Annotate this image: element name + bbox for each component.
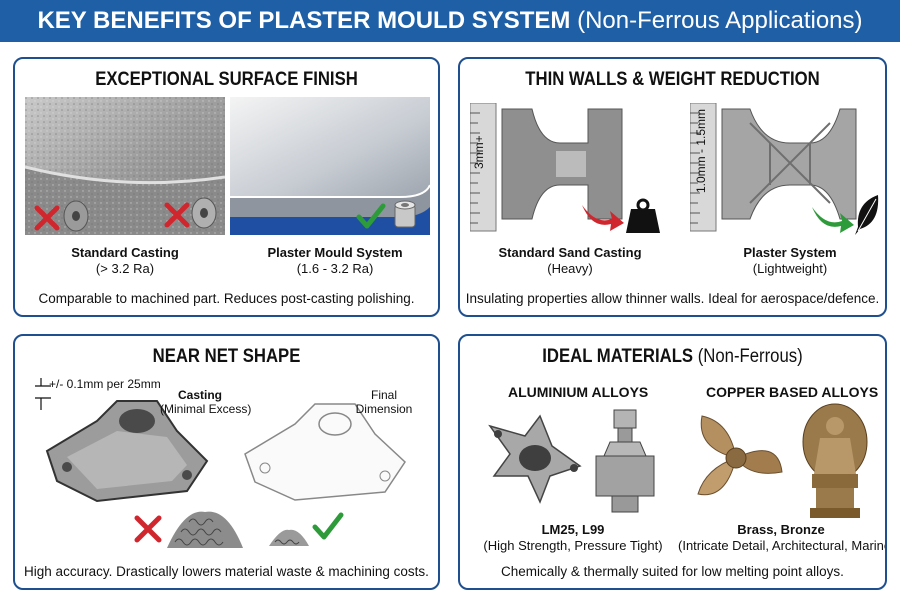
- plaster-system-weight: (Lightweight): [752, 261, 828, 276]
- panel-footer: Chemically & thermally suited for low me…: [501, 564, 844, 579]
- plaster-mould-label: Plaster Mould System: [267, 245, 403, 260]
- tolerance-marker: [35, 378, 51, 410]
- plaster-mould-ra: (1.6 - 3.2 Ra): [296, 261, 374, 276]
- large-swarf-pile-icon: [167, 511, 243, 548]
- lightweight-casting-image: [690, 103, 857, 232]
- feather-icon: [855, 195, 879, 235]
- header-subtitle: (Non-Ferrous Applications): [577, 7, 863, 34]
- header-title: KEY BENEFITS OF PLASTER MOULD SYSTEM: [37, 7, 571, 34]
- heavy-wall-dimension: 3mm+: [472, 135, 486, 169]
- panel-footer: Comparable to machined part. Reduces pos…: [38, 291, 415, 306]
- panel-footer: Insulating properties allow thinner wall…: [465, 291, 880, 306]
- final-label-line1: Final: [370, 388, 397, 402]
- check-icon: [312, 512, 344, 540]
- panel-title: THIN WALLS & WEIGHT REDUCTION: [525, 69, 820, 90]
- small-swarf-pile-icon: [269, 529, 309, 546]
- standard-casting-caption: Standard Casting (> 3.2 Ra): [55, 245, 195, 277]
- panel-thin-walls: THIN WALLS & WEIGHT REDUCTION 3mm+: [458, 57, 887, 317]
- tolerance-label: +/- 0.1mm per 25mm: [49, 377, 161, 391]
- weight-icon: [626, 198, 660, 233]
- copper-caption: Brass, Bronze (Intricate Detail, Archite…: [678, 522, 887, 554]
- panel-title: IDEAL MATERIALS (Non-Ferrous): [486, 346, 860, 368]
- standard-casting-ra: (> 3.2 Ra): [95, 261, 155, 276]
- panel-title: EXCEPTIONAL SURFACE FINISH: [95, 69, 358, 90]
- sand-casting-label: Standard Sand Casting: [498, 245, 642, 260]
- red-arrow-icon: [582, 205, 624, 231]
- aluminium-properties: (High Strength, Pressure Tight): [483, 538, 663, 553]
- final-dimension-label: Final Dimension: [349, 388, 419, 416]
- aluminium-valve-image: [595, 409, 655, 513]
- sand-casting-caption: Standard Sand Casting (Heavy): [490, 245, 650, 277]
- casting-label: Casting (Minimal Excess): [160, 388, 251, 416]
- panel-surface-finish: EXCEPTIONAL SURFACE FINISH: [13, 57, 440, 317]
- heavy-casting-image: [470, 103, 623, 232]
- plaster-system-label: Plaster System: [743, 245, 837, 260]
- rough-washer-icon: [191, 197, 217, 229]
- green-arrow-icon: [812, 207, 854, 233]
- header-bar: KEY BENEFITS OF PLASTER MOULD SYSTEM (No…: [0, 0, 900, 42]
- aluminium-flange-image: [488, 414, 582, 504]
- final-dimension-image: [244, 403, 406, 501]
- sand-casting-weight: (Heavy): [547, 261, 593, 276]
- materials-title: IDEAL MATERIALS: [542, 346, 694, 367]
- panel-footer: High accuracy. Drastically lowers materi…: [24, 564, 429, 579]
- copper-heading: COPPER BASED ALLOYS: [706, 384, 879, 400]
- cross-icon: [34, 205, 60, 231]
- bronze-statue-image: [802, 403, 868, 518]
- cross-icon: [164, 202, 190, 228]
- check-icon: [356, 203, 386, 229]
- aluminium-heading: ALUMINIUM ALLOYS: [508, 384, 649, 400]
- rough-washer-icon: [63, 200, 89, 232]
- cast-bracket-image: [45, 400, 209, 503]
- plaster-system-caption: Plaster System (Lightweight): [725, 245, 855, 277]
- bronze-propeller-image: [697, 415, 783, 496]
- smooth-bushing-icon: [394, 200, 416, 228]
- copper-properties: (Intricate Detail, Architectural, Marine…: [678, 538, 887, 553]
- panel-near-net-shape: NEAR NET SHAPE +/- 0.1mm per 25mm Castin…: [13, 334, 440, 590]
- aluminium-grades: LM25, L99: [541, 522, 605, 537]
- materials-subtitle: (Non-Ferrous): [697, 346, 803, 367]
- panel-title: NEAR NET SHAPE: [152, 346, 301, 367]
- final-label-line2: Dimension: [355, 402, 413, 416]
- casting-label-title: Casting: [177, 388, 222, 402]
- cross-icon: [134, 515, 162, 543]
- casting-label-note: (Minimal Excess): [160, 402, 252, 416]
- copper-grades: Brass, Bronze: [737, 522, 825, 537]
- plaster-mould-caption: Plaster Mould System (1.6 - 3.2 Ra): [255, 245, 415, 277]
- thin-wall-dimension: 1.0mm - 1.5mm: [694, 108, 708, 193]
- standard-casting-label: Standard Casting: [71, 245, 179, 260]
- aluminium-caption: LM25, L99 (High Strength, Pressure Tight…: [478, 522, 668, 554]
- panel-ideal-materials: IDEAL MATERIALS (Non-Ferrous) ALUMINIUM …: [458, 334, 887, 590]
